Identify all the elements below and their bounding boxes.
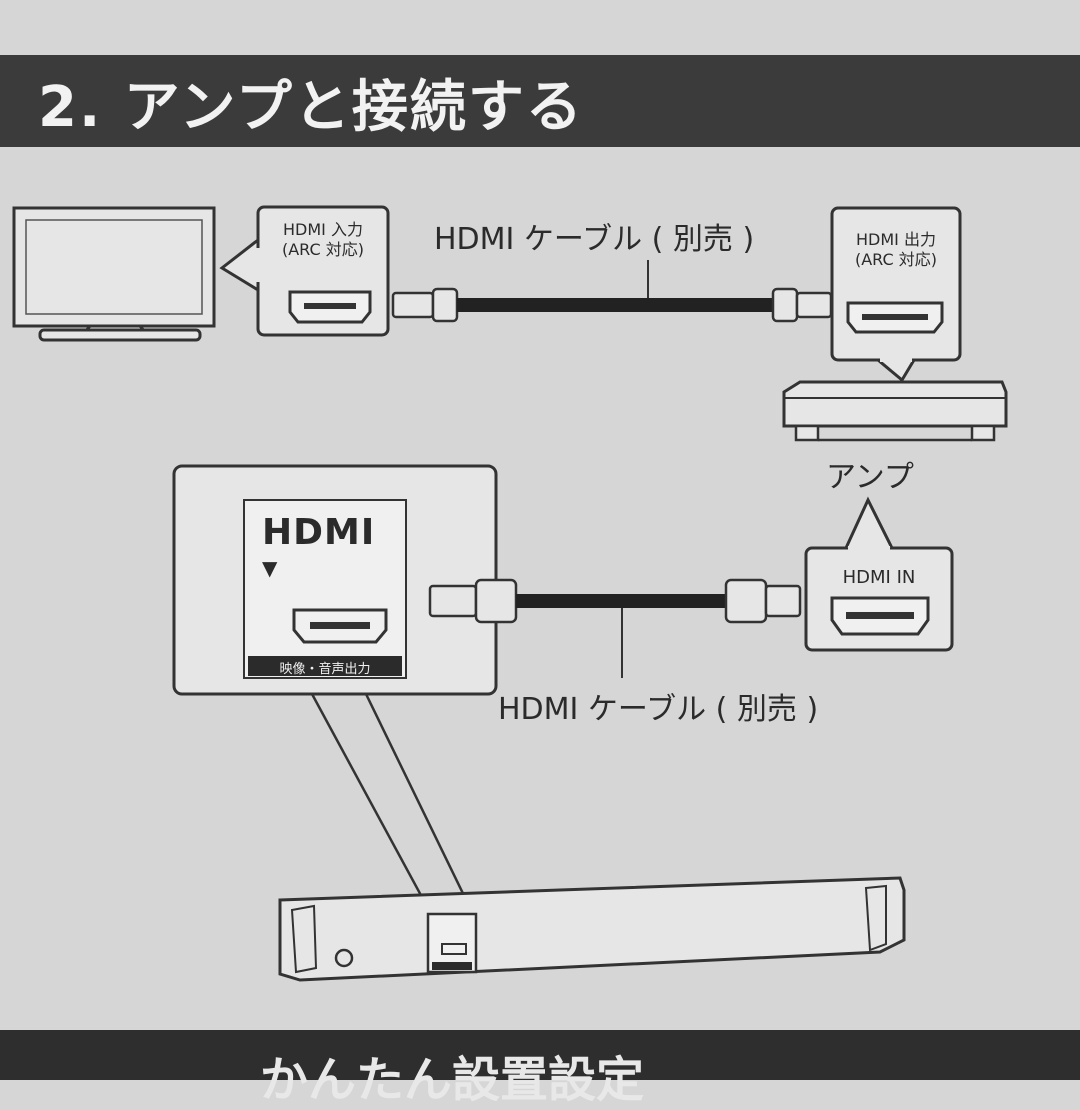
section-title: 2. アンプと接続する [38,75,584,140]
amp-out-line1: HDMI 出力 [856,230,936,249]
amp-hdmi-output-label: HDMI 出力 (ARC 対応) [838,230,954,270]
amp-out-line2: (ARC 対応) [854,250,937,269]
cable-label-bottom: HDMI ケーブル ( 別売 ) [498,692,819,727]
hdmi-logo: HDMI [262,512,376,553]
amp-hdmi-in-label: HDMI IN [842,567,916,588]
amp-label: アンプ [826,460,914,495]
section-header-band [0,55,1080,147]
amp-hdmi-in-callout [804,496,954,652]
down-triangle-marker: ▼ [262,556,278,580]
next-section-title: かんたん設置設定 [260,1052,645,1108]
hdmi-cable-bottom [428,578,802,678]
tv-hdmi-input-label: HDMI 入力 (ARC 対応) [266,220,380,260]
next-section-band [0,1030,1080,1080]
tv-illustration [12,206,216,342]
amp-hdmi-out-callout [830,206,962,383]
player-output-label: 映像・音声出力 [279,662,371,677]
tv-port-line2: (ARC 対応) [281,240,364,259]
amplifier-illustration [782,380,1008,442]
tv-port-line1: HDMI 入力 [283,220,363,239]
hdmi-cable-top [391,260,833,323]
player-hdmi-panel-callout [172,464,498,913]
connection-diagram [12,205,1008,982]
cable-label-top: HDMI ケーブル ( 別売 ) [434,222,755,257]
player-rear-illustration [278,876,906,982]
tv-hdmi-port-callout [219,205,390,337]
